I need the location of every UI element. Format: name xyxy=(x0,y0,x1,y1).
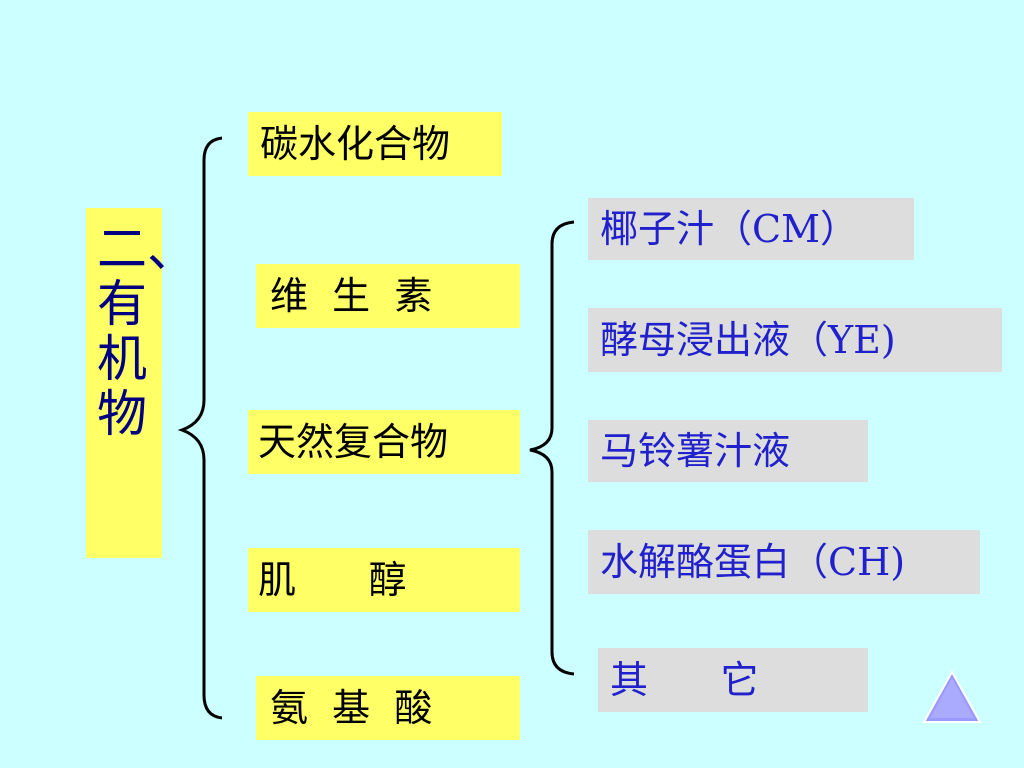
title-panel xyxy=(86,208,162,558)
category-vitamin: 维 生 素 xyxy=(256,264,520,328)
main-brace xyxy=(177,136,223,720)
sub-brace xyxy=(529,220,575,676)
complex-yeast-extract: 酵母浸出液（YE) xyxy=(588,308,1002,372)
category-natural-complex: 天然复合物 xyxy=(248,410,520,474)
complex-coconut-milk: 椰子汁（CM） xyxy=(588,198,914,260)
category-carbohydrate: 碳水化合物 xyxy=(248,112,502,176)
complex-potato-juice: 马铃薯汁液 xyxy=(588,420,868,482)
complex-casein-hydrolysate: 水解酪蛋白（CH) xyxy=(588,530,980,594)
category-amino-acid: 氨 基 酸 xyxy=(256,676,520,740)
complex-others: 其 它 xyxy=(598,648,868,712)
category-inositol: 肌 醇 xyxy=(248,548,520,612)
up-triangle-icon[interactable] xyxy=(920,668,984,728)
